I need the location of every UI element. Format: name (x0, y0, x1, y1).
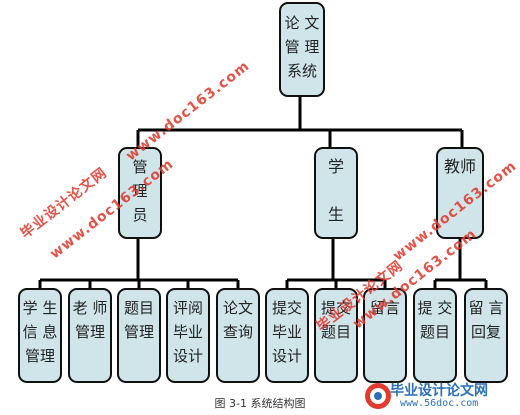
node-student: 学 生 (314, 147, 358, 239)
node-reply-message: 留 言 回复 (464, 288, 508, 383)
site-logo-icon (365, 383, 391, 409)
node-submit-design: 提交 毕业 设计 (265, 288, 309, 383)
node-root-thesis-system: 论 文 管 理 系统 (279, 2, 325, 97)
node-teacher: 教师 (436, 147, 484, 239)
node-thesis-query: 论文 查询 (216, 288, 260, 383)
node-submit-topic-teacher: 提 交 题目 (413, 288, 457, 383)
node-message: 留言 (363, 288, 407, 383)
node-topic-mgmt: 题目 管理 (117, 288, 161, 383)
figure-caption: 图 3-1 系统结构图 (214, 397, 306, 410)
logo-name: 毕业设计论文网 (390, 383, 488, 399)
node-teacher-mgmt: 老 师 管理 (68, 288, 112, 383)
node-student-info-mgmt: 学 生 信 息 管理 (18, 288, 62, 383)
logo-url: www.56doc.com (400, 398, 479, 409)
node-review-design: 评阅 毕业 设计 (166, 288, 210, 383)
node-admin: 管 理 员 (118, 147, 162, 239)
node-submit-topic-student: 提交 题目 (314, 288, 358, 383)
